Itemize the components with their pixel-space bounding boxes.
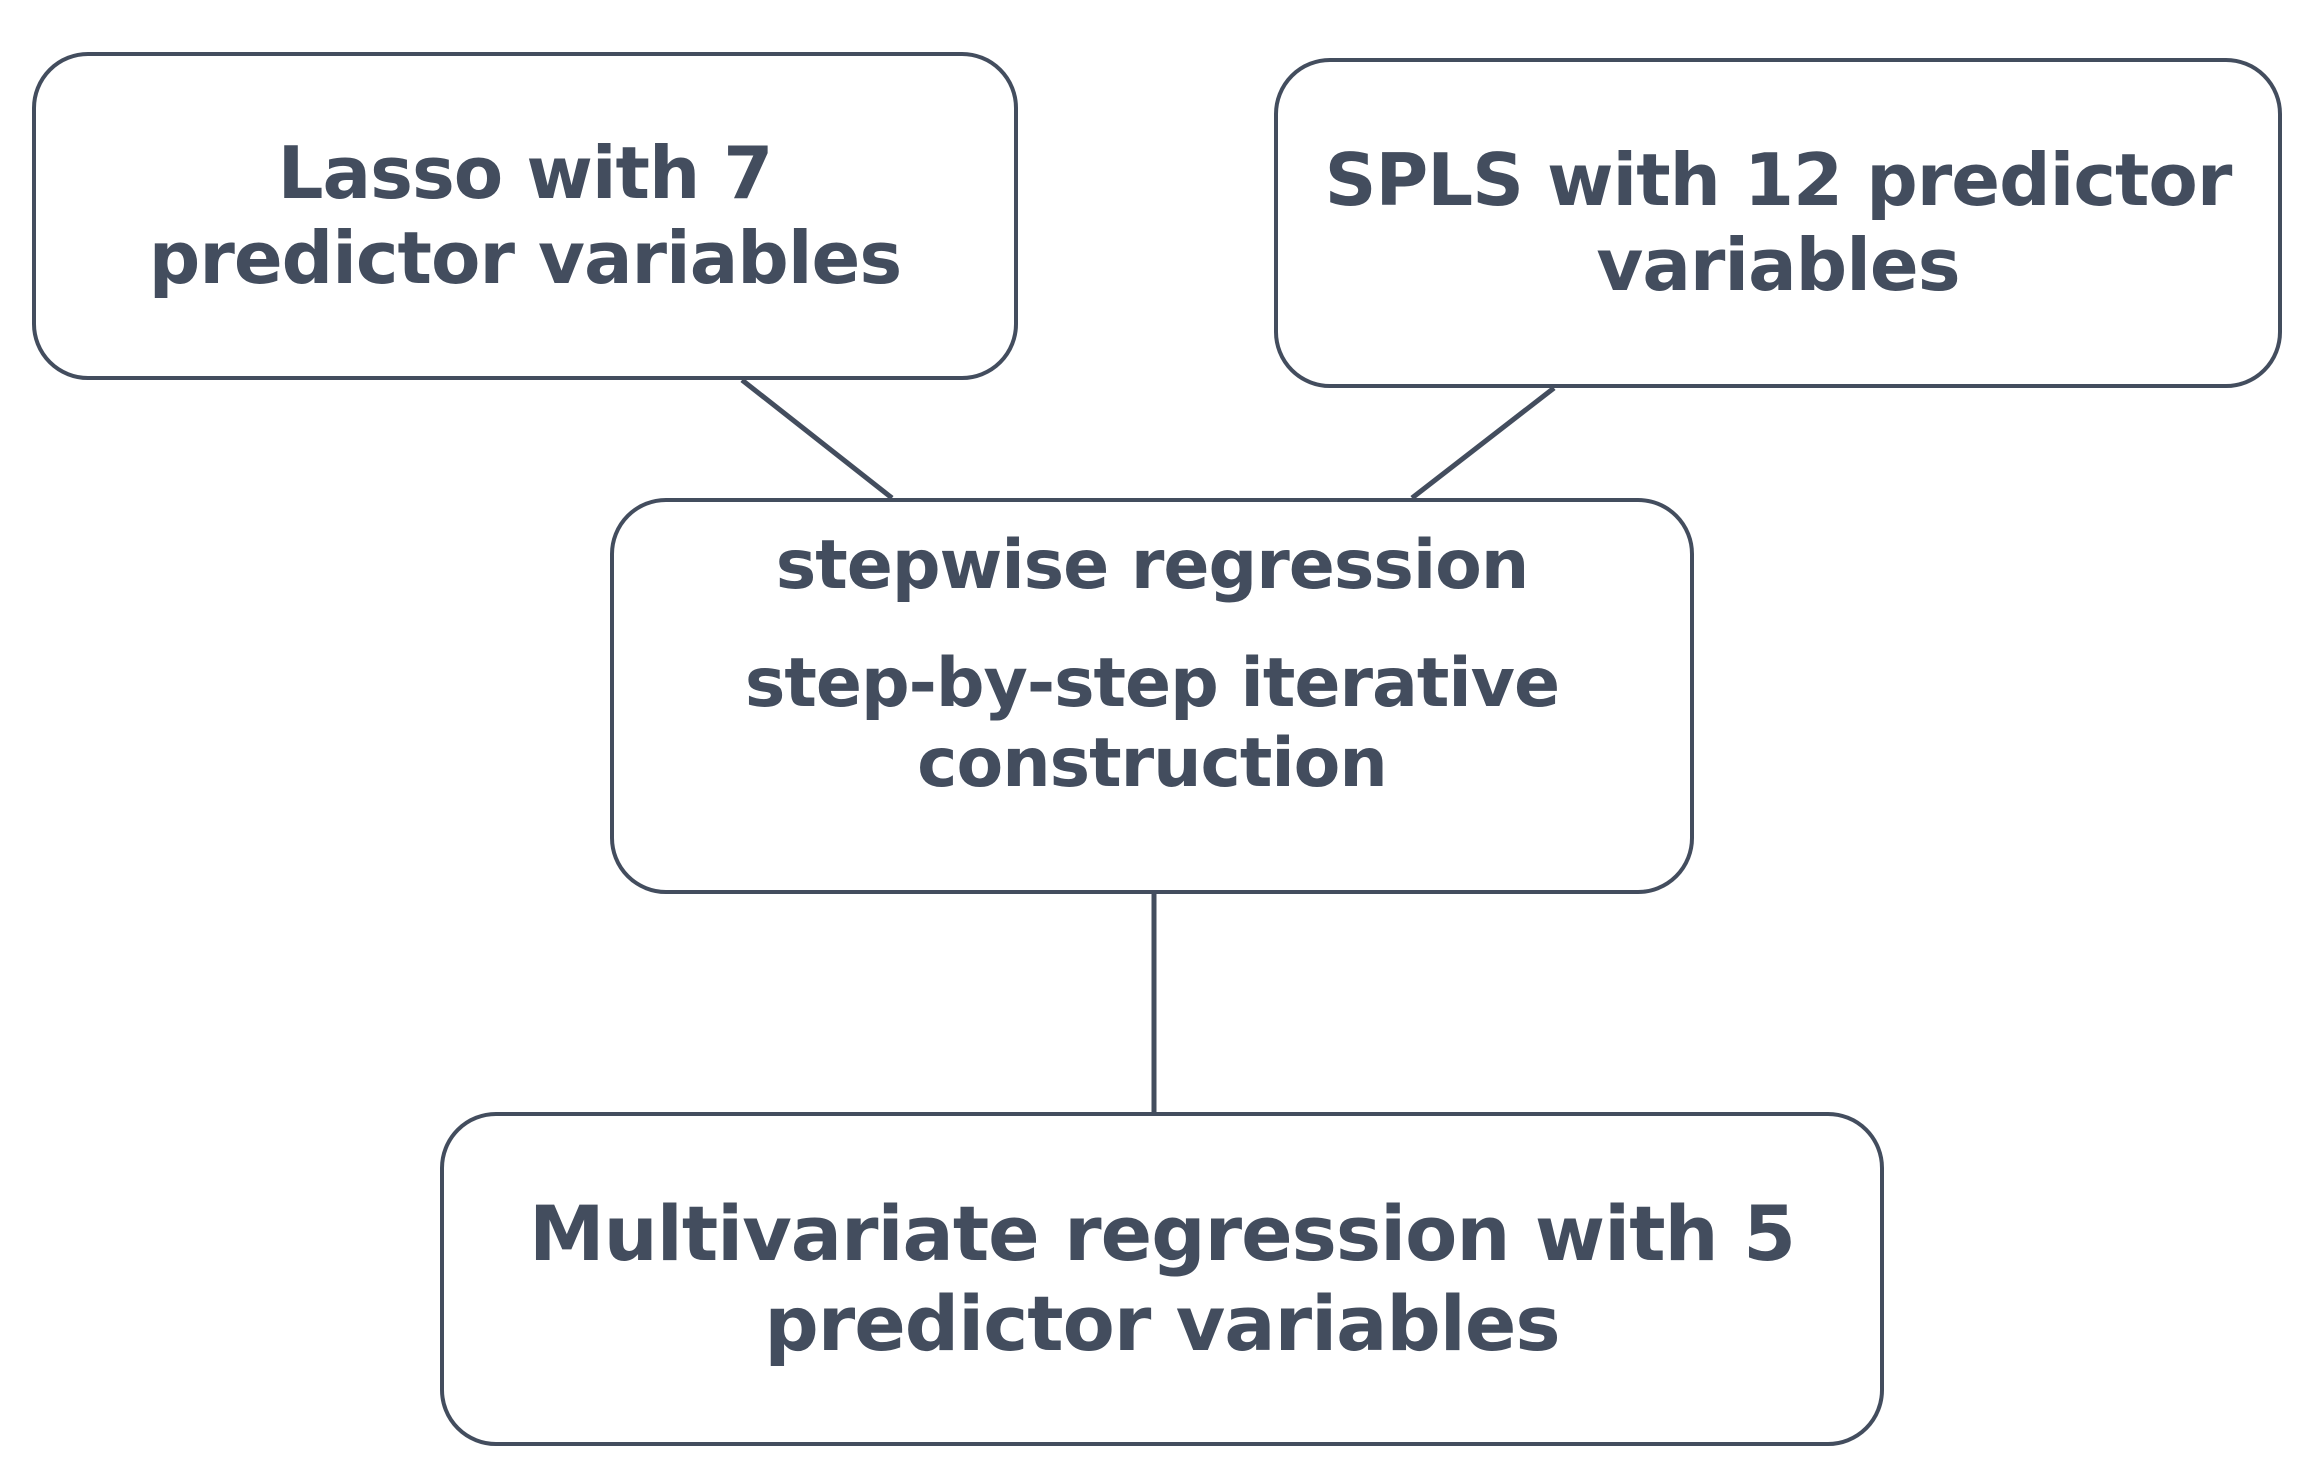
stepwise-regression-node: stepwise regression step-by-step iterati…: [610, 498, 1694, 894]
edge-spls-to-stepwise: [1410, 386, 1556, 500]
stepwise-node-subtitle: step-by-step iterative construction: [744, 644, 1560, 804]
multivariate-regression-node: Multivariate regression with 5 predictor…: [440, 1112, 1884, 1446]
stepwise-node-title: stepwise regression: [775, 526, 1530, 605]
multivariate-node-label: Multivariate regression with 5 predictor…: [529, 1189, 1796, 1368]
spls-node: SPLS with 12 predictor variables: [1274, 58, 2282, 388]
edge-lasso-to-stepwise: [740, 378, 894, 500]
lasso-node: Lasso with 7 predictor variables: [32, 52, 1018, 380]
lasso-node-label: Lasso with 7 predictor variables: [148, 131, 902, 300]
spls-node-label: SPLS with 12 predictor variables: [1324, 138, 2233, 307]
